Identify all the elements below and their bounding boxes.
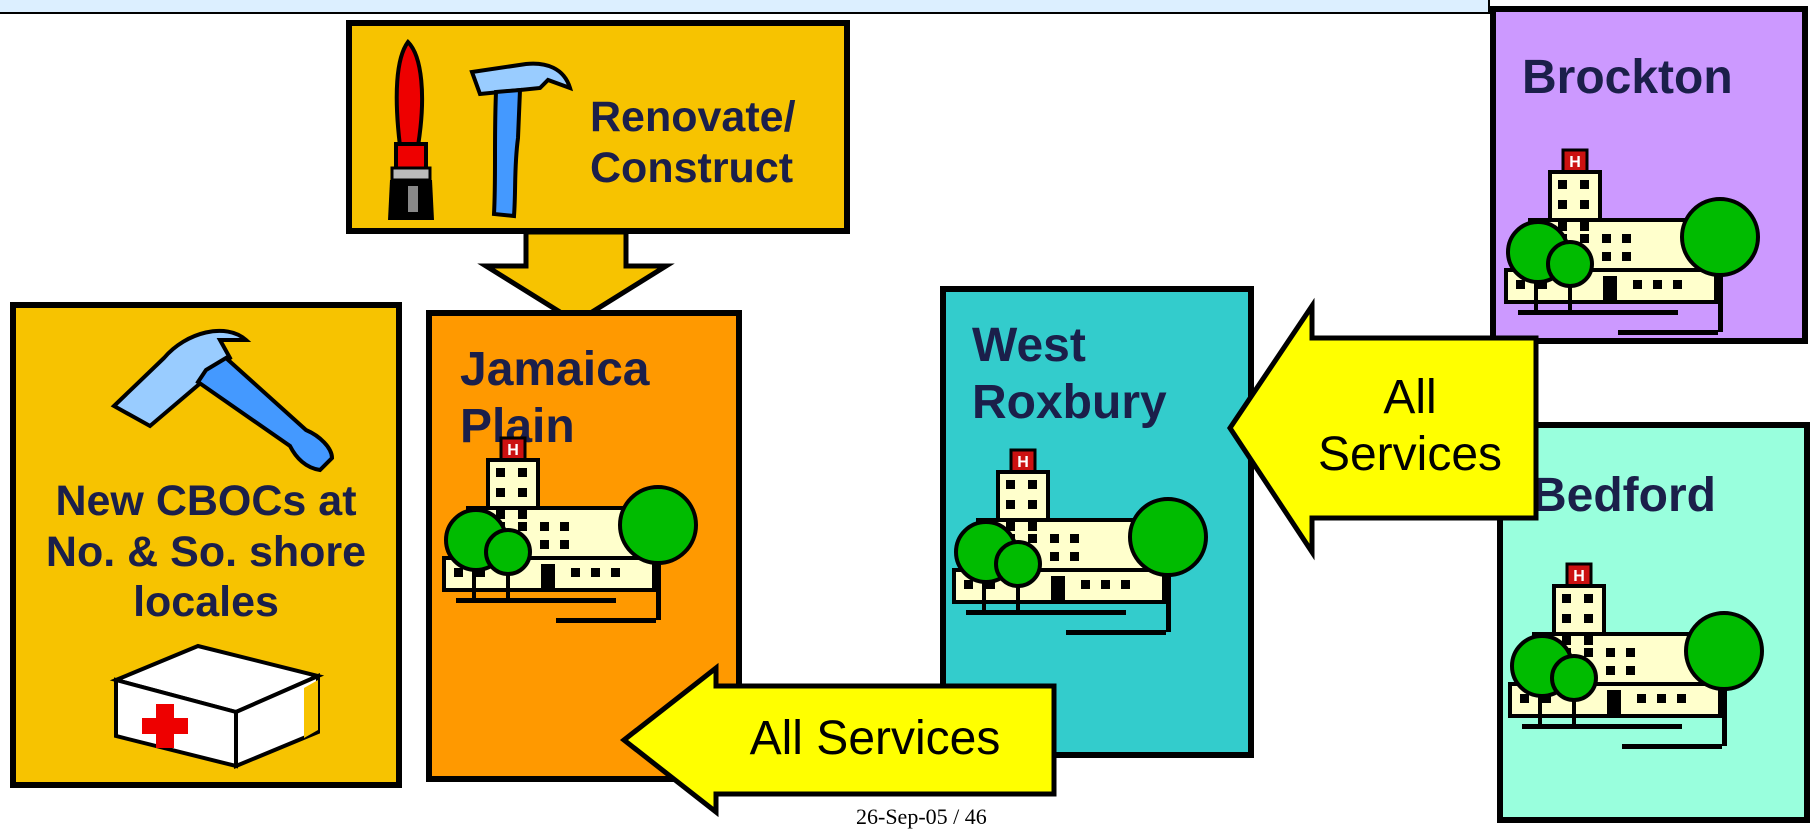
- bedford-box: [1497, 422, 1810, 823]
- all-services-lower-label: All Services: [749, 712, 1001, 765]
- hospital-icon: [1508, 562, 1764, 751]
- brockton-label: Brockton: [1522, 51, 1733, 104]
- all-services-arrow-upper: [1226, 297, 1539, 561]
- header-bar: [0, 0, 1490, 14]
- hospital-icon: [442, 436, 698, 625]
- slide-ref: 26-Sep-05 / 46: [856, 804, 987, 829]
- all-services-upper-label: All Services: [1317, 371, 1503, 481]
- bedford-label: Bedford: [1532, 469, 1716, 522]
- jamaica-plain-label: Jamaica Plain: [460, 343, 650, 453]
- paintbrush-icon: [388, 38, 434, 220]
- clinic-icon: [109, 643, 325, 769]
- hammer-icon: [469, 61, 574, 219]
- renovate-label: Renovate/ Construct: [590, 93, 796, 192]
- hospital-icon: [952, 448, 1208, 637]
- all-services-arrow-lower: [619, 662, 1057, 818]
- cboc-label: New CBOCs at No. & So. shore locales: [45, 477, 367, 627]
- west-roxbury-label: West Roxbury: [972, 319, 1167, 429]
- down-arrow: [477, 229, 675, 325]
- hammer-icon: [110, 328, 335, 473]
